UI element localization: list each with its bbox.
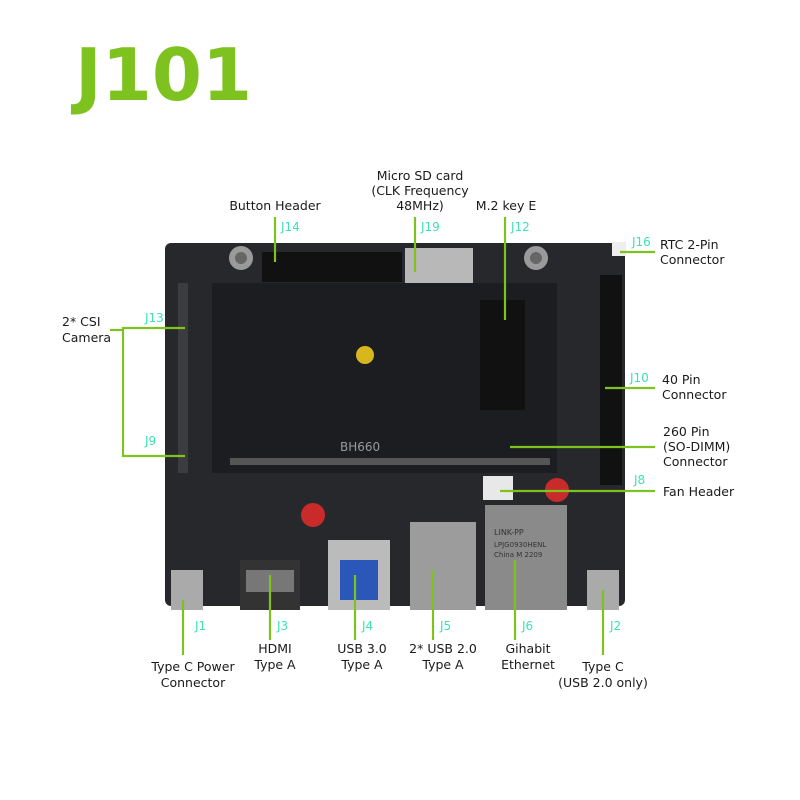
callout-text: Connector <box>660 252 725 267</box>
callout-text: J4 <box>361 619 373 633</box>
callout-text: Type C Power <box>150 659 235 674</box>
callout-text: Type A <box>421 657 464 672</box>
callout-text: J3 <box>276 619 288 633</box>
callout-j10: J10 40 Pin Connector <box>605 371 727 402</box>
callout-text: 2* CSI <box>62 314 101 329</box>
callout-text: J14 <box>280 220 300 234</box>
board-image: BH660 LINK-PP LPJG0930HENL China M 2209 <box>165 242 626 610</box>
callout-sodimm: 260 Pin (SO-DIMM) Connector <box>510 424 730 469</box>
callout-text: 260 Pin <box>663 424 710 439</box>
callout-j2: J2 Type C (USB 2.0 only) <box>558 590 648 690</box>
callout-j4: J4 USB 3.0 Type A <box>337 575 387 672</box>
callout-text: HDMI <box>258 641 292 656</box>
callout-text: J13 <box>144 311 164 325</box>
callout-j5: J5 2* USB 2.0 Type A <box>409 570 477 672</box>
callout-text: (CLK Frequency <box>371 183 469 198</box>
callout-j8: J8 Fan Header <box>500 473 735 499</box>
callout-text: J16 <box>631 235 651 249</box>
callout-text: 40 Pin <box>662 372 701 387</box>
callout-text: Type C <box>581 659 624 674</box>
callout-text: J1 <box>194 619 206 633</box>
callout-text: J10 <box>629 371 649 385</box>
leader-line <box>121 326 185 458</box>
callout-text: J8 <box>633 473 645 487</box>
callout-text: RTC 2-Pin <box>660 237 719 252</box>
callout-text: J5 <box>439 619 451 633</box>
callout-text: Gihabit <box>505 641 550 656</box>
callout-text: (SO-DIMM) <box>663 439 730 454</box>
callout-text: Button Header <box>229 198 321 213</box>
callout-text: J12 <box>510 220 530 234</box>
callout-text: Type A <box>340 657 383 672</box>
ethernet-brand: LINK-PP <box>494 528 524 537</box>
callout-j19: Micro SD card (CLK Frequency 48MHz) J19 <box>371 168 469 272</box>
callout-j16: J16 RTC 2-Pin Connector <box>620 235 725 267</box>
callout-text: J6 <box>521 619 533 633</box>
callout-text: Type A <box>253 657 296 672</box>
callout-text: J9 <box>144 434 156 448</box>
callout-text: Connector <box>663 454 728 469</box>
board-marking: BH660 <box>340 440 380 454</box>
callout-text: Fan Header <box>663 484 735 499</box>
page-title: J101 <box>70 33 252 117</box>
callout-j1: J1 Type C Power Connector <box>150 600 235 690</box>
ethernet-origin: China M 2209 <box>494 551 542 559</box>
callout-text: (USB 2.0 only) <box>558 675 648 690</box>
callout-text: Connector <box>161 675 226 690</box>
callout-text: Ethernet <box>501 657 555 672</box>
callout-j3: J3 HDMI Type A <box>253 575 296 672</box>
callout-text: J19 <box>420 220 440 234</box>
callout-text: Camera <box>62 330 111 345</box>
callout-j12: M.2 key E J12 <box>476 198 537 320</box>
callout-csi: 2* CSI Camera J13 J9 <box>62 311 185 458</box>
callout-j14: Button Header J14 <box>229 198 322 262</box>
callout-text: M.2 key E <box>476 198 537 213</box>
ethernet-part: LPJG0930HENL <box>494 541 546 549</box>
callout-text: J2 <box>609 619 621 633</box>
callout-text: 2* USB 2.0 <box>409 641 477 656</box>
callout-text: 48MHz) <box>396 198 444 213</box>
callout-j6: J6 Gihabit Ethernet <box>501 560 555 672</box>
callout-text: USB 3.0 <box>337 641 387 656</box>
callout-text: Micro SD card <box>377 168 464 183</box>
callout-text: Connector <box>662 387 727 402</box>
